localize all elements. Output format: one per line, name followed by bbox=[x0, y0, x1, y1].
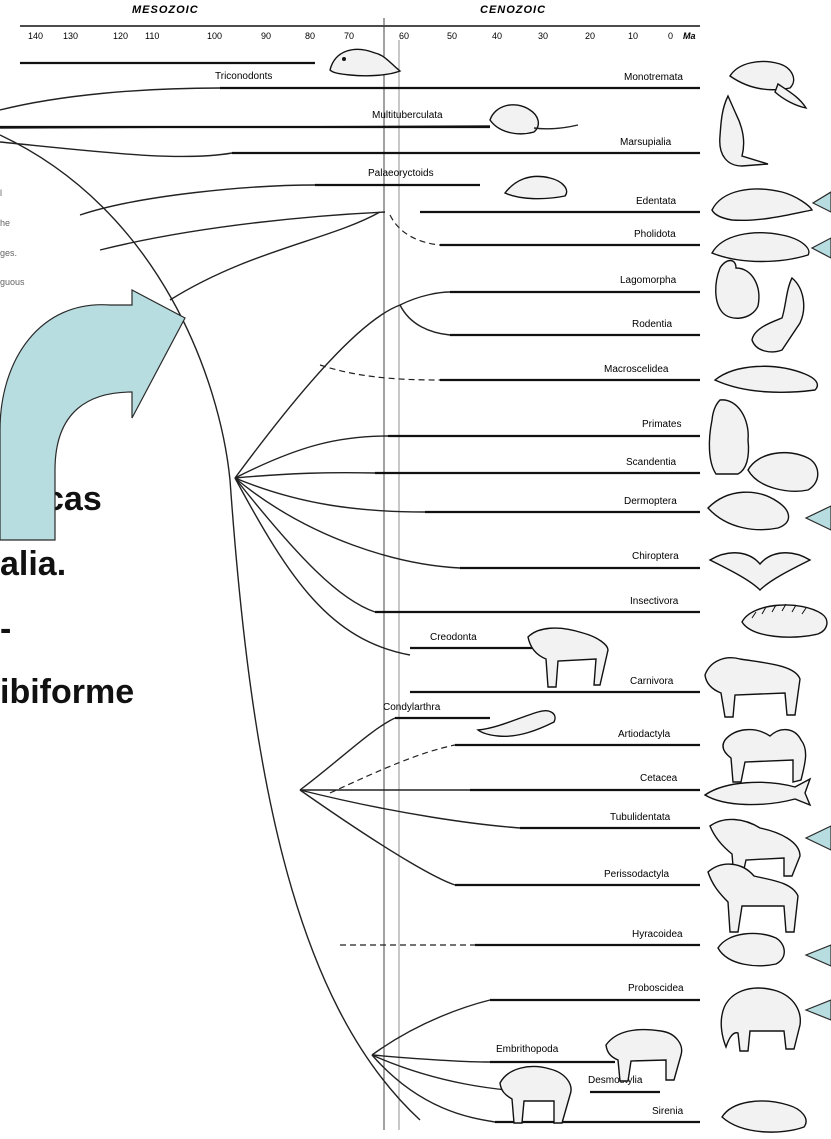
desmostylian-drawing bbox=[500, 1067, 571, 1123]
tree-branches bbox=[0, 63, 530, 1122]
triconodont-drawing bbox=[330, 49, 400, 75]
taxon-label: Rodentia bbox=[632, 319, 672, 330]
pointer-arrow bbox=[806, 1000, 831, 1020]
caption-fragment: l bbox=[0, 188, 2, 198]
taxon-label: Lagomorpha bbox=[620, 275, 677, 286]
tick-label: 10 bbox=[628, 31, 638, 41]
pointer-arrow bbox=[806, 506, 831, 530]
taxon-label: Insectivora bbox=[630, 596, 679, 607]
tick-label: 130 bbox=[63, 31, 78, 41]
pointer-arrow bbox=[813, 192, 831, 212]
tick-label: 110 bbox=[145, 31, 159, 41]
condylarth-drawing bbox=[478, 711, 555, 737]
embrithopod-drawing bbox=[606, 1030, 682, 1081]
taxon-label: Scandentia bbox=[626, 457, 676, 468]
taxon-label: Perissodactyla bbox=[604, 869, 669, 880]
elephant-shrew-icon bbox=[715, 366, 817, 392]
taxon-label: Palaeoryctoids bbox=[368, 168, 434, 179]
taxon-label: Dermoptera bbox=[624, 496, 677, 507]
gorilla-icon bbox=[709, 400, 748, 474]
caption-fragment: guous bbox=[0, 277, 25, 287]
tick-label: 60 bbox=[399, 31, 409, 41]
pointer-arrow bbox=[806, 945, 831, 966]
overlay-line-3: - bbox=[0, 610, 11, 648]
tick-label: 50 bbox=[447, 31, 457, 41]
taxon-label: Carnivora bbox=[630, 676, 674, 687]
time-axis: MESOZOIC CENOZOIC 140 130 120 110 100 90… bbox=[20, 4, 700, 41]
tick-label: 40 bbox=[492, 31, 502, 41]
pangolin-icon bbox=[712, 233, 809, 262]
taxon-label: Pholidota bbox=[634, 229, 676, 240]
tiger-icon bbox=[705, 658, 800, 717]
hyrax-icon bbox=[718, 933, 784, 965]
whale-icon bbox=[705, 779, 810, 805]
caption-fragment: he bbox=[0, 218, 10, 228]
tree-shrew-icon bbox=[748, 453, 818, 492]
manatee-icon bbox=[722, 1101, 806, 1132]
taxon-labels: Monotremata Triconodonts Multituberculat… bbox=[215, 71, 684, 1117]
caption-fragment: ges. bbox=[0, 248, 17, 258]
taxon-label: Proboscidea bbox=[628, 983, 684, 994]
tick-label: 100 bbox=[207, 31, 222, 41]
taxon-label: Tubulidentata bbox=[610, 812, 671, 823]
taxon-label: Primates bbox=[642, 419, 681, 430]
bat-icon bbox=[710, 553, 810, 590]
pointer-arrow bbox=[812, 238, 831, 258]
taxon-label: Triconodonts bbox=[215, 71, 272, 82]
taxon-label: Desmostylia bbox=[588, 1075, 643, 1086]
tick-label: 140 bbox=[28, 31, 43, 41]
taxon-label: Condylarthra bbox=[383, 702, 441, 713]
taxon-label: Macroscelidea bbox=[604, 364, 669, 375]
tick-label: 70 bbox=[344, 31, 354, 41]
hedgehog-icon bbox=[742, 604, 827, 637]
tick-label: 20 bbox=[585, 31, 595, 41]
taxon-label: Embrithopoda bbox=[496, 1044, 559, 1055]
camel-icon bbox=[723, 730, 806, 782]
multituberculate-drawing bbox=[490, 105, 578, 134]
creodont-drawing bbox=[528, 628, 608, 687]
tick-label: 80 bbox=[305, 31, 315, 41]
taxon-label: Cetacea bbox=[640, 773, 678, 784]
taxon-label: Creodonta bbox=[430, 632, 477, 643]
tick-label: 0 bbox=[668, 31, 673, 41]
tick-label: 120 bbox=[113, 31, 128, 41]
partial-caption: l he ges. guous bbox=[0, 188, 25, 287]
squirrel-icon bbox=[752, 278, 804, 352]
mesozoic-label: MESOZOIC bbox=[132, 4, 199, 16]
pointer-arrows bbox=[806, 192, 831, 1020]
platypus-icon bbox=[730, 61, 806, 108]
animal-icons bbox=[705, 61, 827, 1132]
anteater-icon bbox=[712, 189, 812, 220]
palaeoryctoid-drawing bbox=[505, 176, 567, 198]
taxon-label: Artiodactyla bbox=[618, 729, 671, 740]
cenozoic-label: CENOZOIC bbox=[480, 4, 546, 16]
overlay-line-4: ibiforme bbox=[0, 673, 134, 711]
taxon-label: Marsupialia bbox=[620, 137, 672, 148]
taxon-label: Edentata bbox=[636, 196, 676, 207]
extinct-animal-drawings bbox=[330, 49, 682, 1123]
taxon-label: Hyracoidea bbox=[632, 929, 683, 940]
unit-label: Ma bbox=[683, 31, 696, 41]
taxon-label: Monotremata bbox=[624, 72, 683, 83]
colugo-icon bbox=[708, 492, 789, 530]
elephant-icon bbox=[721, 988, 800, 1051]
kangaroo-icon bbox=[720, 96, 768, 166]
taxon-bars bbox=[0, 63, 700, 1122]
rabbit-icon bbox=[716, 261, 759, 319]
overlay-line-2: alia. bbox=[0, 545, 66, 583]
tick-label: 30 bbox=[538, 31, 548, 41]
taxon-label: Multituberculata bbox=[372, 110, 443, 121]
taxon-label: Chiroptera bbox=[632, 551, 679, 562]
taxon-label: Sirenia bbox=[652, 1106, 684, 1117]
tick-label: 90 bbox=[261, 31, 271, 41]
pointer-arrow bbox=[806, 826, 831, 850]
